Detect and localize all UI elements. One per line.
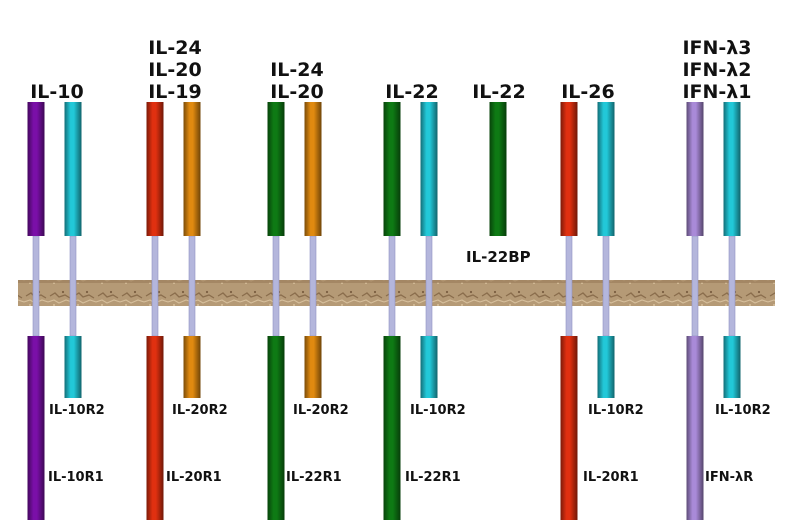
ligand-label: IL-26 [561, 81, 615, 103]
r1-intracellular-domain [27, 336, 45, 520]
r1-extracellular-domain [146, 102, 164, 236]
r1-intracellular-domain [146, 336, 164, 520]
r1-intracellular-domain [383, 336, 401, 520]
r1-extracellular-domain [383, 102, 401, 236]
r2-intracellular-domain [304, 336, 322, 398]
r1-intracellular-domain [560, 336, 578, 520]
r2-transmembrane-linker [602, 235, 610, 337]
ligand-label: IL-10 [30, 81, 84, 103]
ligand-label: IL-20 [270, 81, 324, 103]
ligand-label: IL-24 [270, 59, 324, 81]
r1-transmembrane-linker [565, 235, 573, 337]
r1-extracellular-domain [27, 102, 45, 236]
receptor-r2-label: IL-10R2 [715, 403, 771, 418]
r2-intracellular-domain [183, 336, 201, 398]
receptor-r1-label: IL-20R1 [166, 470, 222, 485]
r2-transmembrane-linker [728, 235, 736, 337]
r2-extracellular-domain [304, 102, 322, 236]
r2-intracellular-domain [64, 336, 82, 398]
r2-extracellular-domain [64, 102, 82, 236]
r1-transmembrane-linker [388, 235, 396, 337]
ligand-label: IFN-λ1 [682, 81, 752, 103]
r2-transmembrane-linker [425, 235, 433, 337]
ligand-label: IL-19 [148, 81, 202, 103]
ligand-label: IL-20 [148, 59, 202, 81]
r2-intracellular-domain [723, 336, 741, 398]
receptor-r1-label: IL-10R1 [48, 470, 104, 485]
r1-transmembrane-linker [32, 235, 40, 337]
receptor-r1-label: IL-22R1 [286, 470, 342, 485]
receptor-r2-label: IL-10R2 [410, 403, 466, 418]
receptor-r1-label: IL-20R1 [583, 470, 639, 485]
r1-transmembrane-linker [151, 235, 159, 337]
membrane-top-edge [18, 280, 775, 283]
il22bp-soluble-receptor [489, 102, 507, 236]
ligand-label: IL-22 [472, 81, 526, 103]
r2-extracellular-domain [723, 102, 741, 236]
r1-intracellular-domain [267, 336, 285, 520]
r1-extracellular-domain [686, 102, 704, 236]
ligand-label: IFN-λ3 [682, 37, 752, 59]
r2-extracellular-domain [183, 102, 201, 236]
ligand-label: IL-22 [385, 81, 439, 103]
il22bp-label: IL-22BP [466, 248, 531, 266]
ligand-label: IL-24 [148, 37, 202, 59]
receptor-r1-label: IFN-λR [705, 470, 754, 485]
r1-transmembrane-linker [272, 235, 280, 337]
r2-extracellular-domain [597, 102, 615, 236]
r1-transmembrane-linker [691, 235, 699, 337]
r1-extracellular-domain [560, 102, 578, 236]
cell-membrane [18, 280, 775, 306]
receptor-r2-label: IL-20R2 [172, 403, 228, 418]
r2-intracellular-domain [597, 336, 615, 398]
receptor-r2-label: IL-10R2 [588, 403, 644, 418]
r1-extracellular-domain [267, 102, 285, 236]
r2-extracellular-domain [420, 102, 438, 236]
r1-intracellular-domain [686, 336, 704, 520]
r2-intracellular-domain [420, 336, 438, 398]
r2-transmembrane-linker [309, 235, 317, 337]
r2-transmembrane-linker [188, 235, 196, 337]
receptor-r1-label: IL-22R1 [405, 470, 461, 485]
r2-transmembrane-linker [69, 235, 77, 337]
receptor-r2-label: IL-10R2 [49, 403, 105, 418]
receptor-r2-label: IL-20R2 [293, 403, 349, 418]
ligand-label: IFN-λ2 [682, 59, 752, 81]
